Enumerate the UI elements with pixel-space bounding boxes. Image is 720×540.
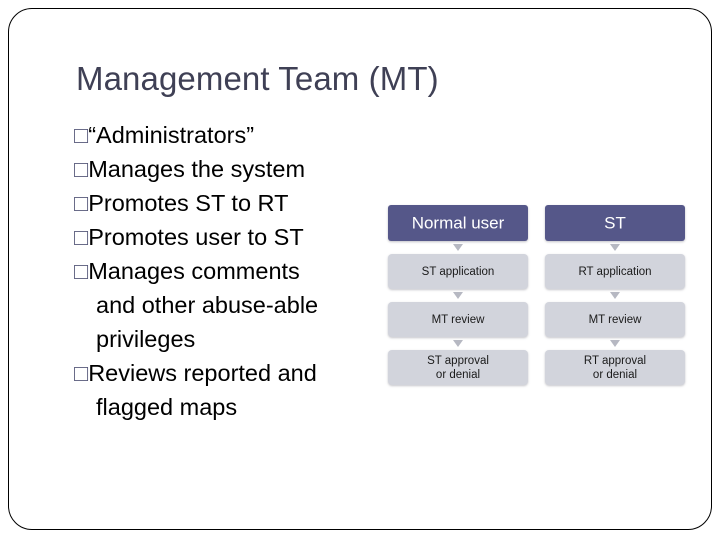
list-item-label-cont: flagged maps: [96, 394, 238, 420]
list-item-label: Promotes user to ST: [88, 224, 304, 250]
list-item: □Promotes user to ST: [74, 220, 374, 254]
list-item-label-cont: privileges: [96, 326, 196, 352]
list-item: □Promotes ST to RT: [74, 186, 374, 220]
list-item-label: Manages comments: [88, 258, 300, 284]
bullet-square-icon: □: [74, 190, 89, 216]
flow-step-box: ST approval or denial: [388, 350, 528, 385]
flow-column-header: ST: [545, 205, 685, 241]
flow-column-normal-user: Normal user ST application MT review ST …: [388, 205, 528, 385]
flow-arrow-down-icon: [388, 289, 528, 302]
flow-column-header-label: ST: [604, 213, 626, 233]
bullet-square-icon: □: [74, 258, 89, 284]
list-item: □Reviews reported and flagged maps: [74, 356, 374, 424]
bullet-list: □“Administrators” □Manages the system □P…: [74, 118, 374, 424]
flow-step-box: MT review: [545, 302, 685, 337]
flow-arrow-down-icon: [545, 337, 685, 350]
flow-column-header: Normal user: [388, 205, 528, 241]
flow-arrow-down-icon: [388, 337, 528, 350]
flow-arrow-down-icon: [388, 241, 528, 254]
flow-step-label: ST application: [421, 265, 495, 278]
flow-step-box: RT approval or denial: [545, 350, 685, 385]
bullet-square-icon: □: [74, 122, 89, 148]
list-item-label: Promotes ST to RT: [88, 190, 289, 216]
list-item-label: “Administrators”: [88, 122, 255, 148]
flow-step-label: RT approval or denial: [583, 354, 647, 381]
flow-step-box: ST application: [388, 254, 528, 289]
bullet-square-icon: □: [74, 156, 89, 182]
flow-column-header-label: Normal user: [411, 213, 505, 233]
list-item: □Manages comments and other abuse-able p…: [74, 254, 374, 356]
page-title: Management Team (MT): [76, 60, 439, 97]
list-item: □“Administrators”: [74, 118, 374, 152]
flow-step-label: MT review: [588, 313, 642, 326]
bullet-square-icon: □: [74, 360, 89, 386]
list-item-label: Reviews reported and: [88, 360, 317, 386]
flow-step-box: RT application: [545, 254, 685, 289]
flow-step-label: ST approval or denial: [427, 354, 489, 381]
promotion-flow-diagram: Normal user ST application MT review ST …: [388, 205, 688, 390]
list-item-label: Manages the system: [88, 156, 306, 182]
flow-column-st: ST RT application MT review RT approval …: [545, 205, 685, 385]
list-item-label-cont: and other abuse-able: [96, 292, 319, 318]
list-item: □Manages the system: [74, 152, 374, 186]
flow-arrow-down-icon: [545, 289, 685, 302]
bullet-square-icon: □: [74, 224, 89, 250]
flow-arrow-down-icon: [545, 241, 685, 254]
flow-step-label: MT review: [431, 313, 485, 326]
flow-step-box: MT review: [388, 302, 528, 337]
flow-step-label: RT application: [578, 265, 652, 278]
